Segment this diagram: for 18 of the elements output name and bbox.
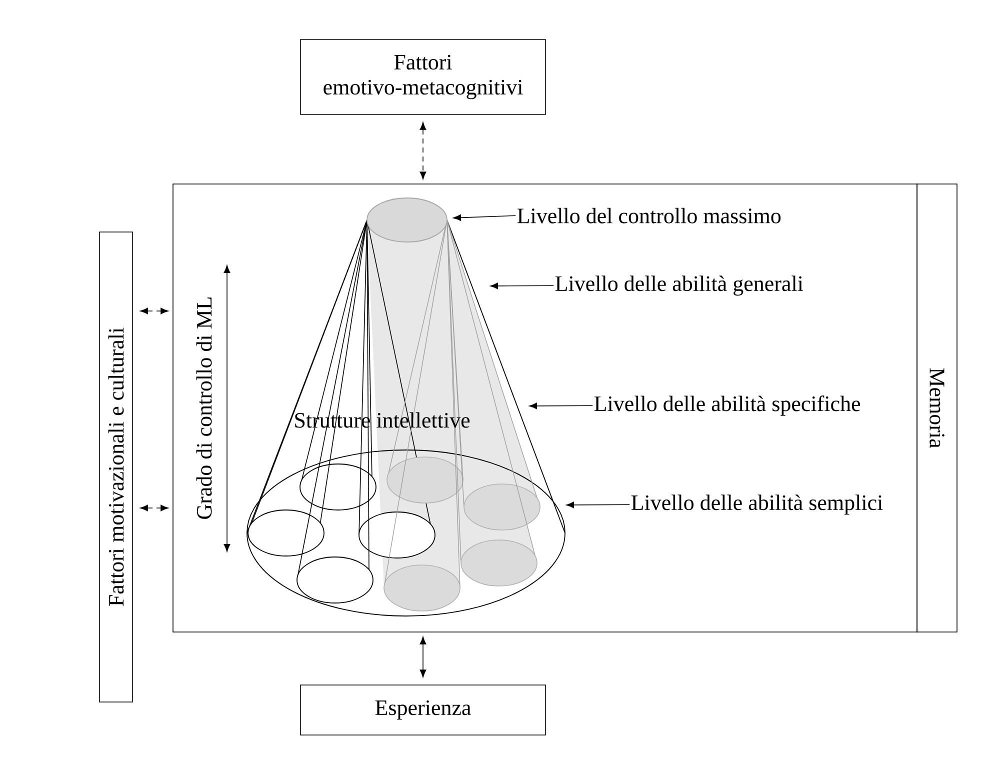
double-arrow xyxy=(140,308,168,314)
level-label: Livello delle abilità generali xyxy=(555,276,804,296)
level-label: Livello delle abilità specifiche xyxy=(594,396,860,416)
axis-label: Grado di controllo di ML xyxy=(196,297,212,519)
leader-arrow xyxy=(453,214,516,221)
leader-arrow xyxy=(490,282,554,290)
leader-arrow xyxy=(566,502,630,508)
factor-box: Fattori emotivo-metacognitivi xyxy=(300,39,546,115)
structure-box xyxy=(172,184,918,632)
experience-box: Esperienza xyxy=(300,684,546,736)
double-arrow xyxy=(420,636,426,678)
memory-box: Memoria xyxy=(916,184,958,632)
double-arrow xyxy=(420,122,426,180)
level-label: Livello del controllo massimo xyxy=(517,208,781,224)
factor-box: Fattori motivazionali e culturali xyxy=(99,232,133,702)
double-arrow xyxy=(140,504,168,512)
level-label: Livello delle abilità semplici xyxy=(631,494,883,515)
leader-arrow xyxy=(529,402,593,410)
